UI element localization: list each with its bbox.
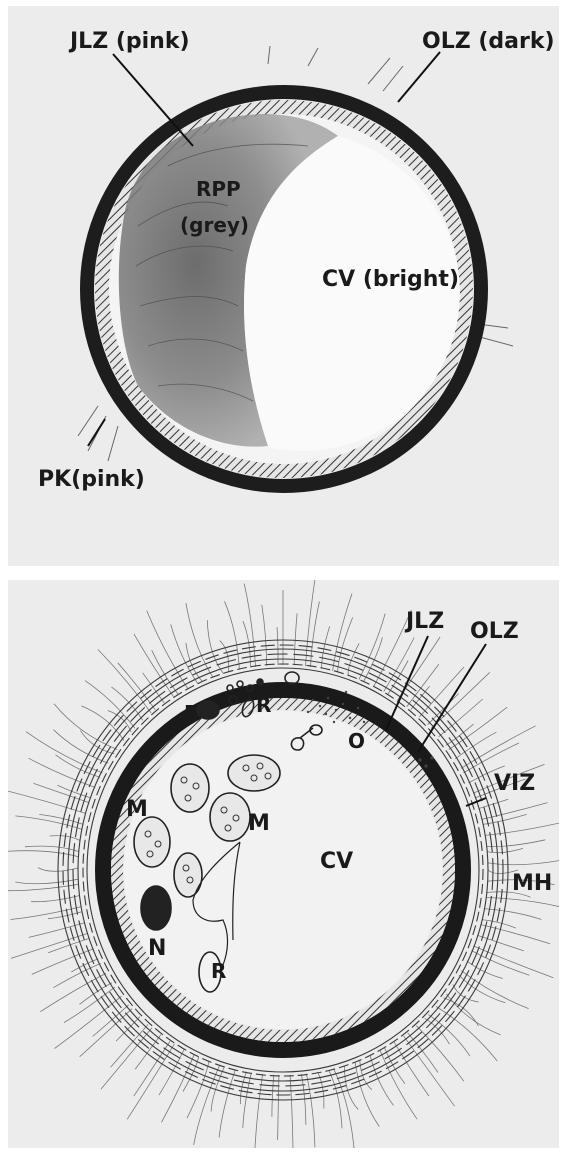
cell-interior bbox=[124, 711, 442, 1029]
pk-label: PK(pink) bbox=[38, 467, 145, 492]
radiating-hair bbox=[446, 994, 500, 1035]
mitochondrion bbox=[134, 817, 170, 867]
radiating-hair bbox=[134, 634, 174, 697]
radiating-hair bbox=[473, 946, 553, 978]
radiating-hair bbox=[355, 1062, 379, 1127]
radiating-hair bbox=[8, 884, 79, 890]
olz-pointer bbox=[398, 52, 440, 102]
jlz-label: JLZ (pink) bbox=[68, 29, 190, 54]
o-label: O bbox=[348, 729, 365, 753]
bottom-panel: JLZ OLZ VIZ MH CV F R O M M N R bbox=[8, 580, 559, 1148]
radiating-hair bbox=[322, 626, 330, 668]
radiating-hair bbox=[311, 602, 320, 667]
f-organelle bbox=[197, 701, 219, 719]
radiating-hair bbox=[455, 732, 496, 759]
radiating-hair bbox=[31, 896, 80, 902]
top-panel: JLZ (pink) OLZ (dark) RPP (grey) CV (bri… bbox=[8, 6, 559, 566]
top-panel-drawing: JLZ (pink) OLZ (dark) RPP (grey) CV (bri… bbox=[8, 6, 559, 566]
cv-label: CV bbox=[320, 849, 353, 874]
radiating-hair bbox=[428, 1015, 470, 1057]
radiating-hair bbox=[380, 1051, 417, 1120]
radiating-hair bbox=[159, 1050, 184, 1096]
radiating-hair bbox=[306, 580, 316, 666]
n-label: N bbox=[148, 936, 166, 961]
radiating-hair bbox=[278, 1075, 279, 1140]
r-label-bottom: R bbox=[211, 959, 226, 983]
radiating-hair bbox=[11, 907, 82, 920]
mitochondrion bbox=[228, 755, 280, 791]
mh-label: MH bbox=[512, 871, 552, 896]
radiating-hair bbox=[207, 620, 223, 674]
radiating-hair bbox=[39, 814, 83, 824]
olz-label: OLZ bbox=[470, 619, 519, 644]
jlz-label: JLZ bbox=[404, 609, 444, 634]
radiating-hair bbox=[98, 649, 151, 713]
radiating-hair bbox=[488, 860, 559, 864]
cv-label: CV (bright) bbox=[322, 267, 459, 292]
radiating-hair bbox=[134, 1041, 170, 1096]
radiating-hair bbox=[262, 605, 267, 666]
olz-pointer bbox=[418, 644, 486, 752]
jlz-pointer bbox=[113, 54, 193, 146]
radiating-hair bbox=[334, 1069, 355, 1148]
mitochondrion bbox=[210, 793, 250, 841]
radiating-hair bbox=[152, 650, 178, 694]
radiating-hair bbox=[294, 613, 297, 665]
radiating-hair bbox=[486, 898, 559, 909]
radiating-hair bbox=[71, 959, 98, 972]
radiating-hair bbox=[225, 601, 240, 669]
m-label-left: M bbox=[126, 797, 148, 822]
bottom-panel-drawing: JLZ OLZ VIZ MH CV F R O M M N R bbox=[8, 580, 559, 1148]
radiating-hair bbox=[54, 730, 109, 763]
rpp-label-line2: (grey) bbox=[180, 213, 249, 237]
radiating-hair bbox=[459, 975, 505, 1003]
radiating-hair bbox=[482, 920, 516, 929]
radiating-hair bbox=[162, 1055, 195, 1123]
f-label: F bbox=[184, 701, 198, 725]
olz-label: OLZ (dark) bbox=[422, 29, 555, 54]
mitochondrion bbox=[171, 764, 209, 812]
radiating-hair bbox=[485, 822, 559, 836]
radiating-hair bbox=[26, 732, 103, 773]
nucleus bbox=[141, 886, 171, 930]
pk-pointer bbox=[88, 419, 105, 446]
radiating-hair bbox=[306, 1074, 315, 1148]
mitochondrion bbox=[174, 853, 202, 897]
radiating-hair bbox=[243, 1073, 252, 1128]
radiating-hair bbox=[483, 814, 527, 824]
radiating-hair bbox=[472, 951, 530, 976]
r-label-top: R bbox=[256, 693, 271, 717]
radiating-hair bbox=[147, 611, 188, 689]
rpp-label-line1: RPP bbox=[196, 177, 241, 201]
radiating-hair bbox=[219, 1069, 235, 1137]
radiating-hair bbox=[8, 791, 86, 814]
viz-label: VIZ bbox=[494, 771, 535, 796]
radiating-hair bbox=[8, 851, 78, 857]
radiating-hair bbox=[243, 621, 250, 667]
radiating-hair bbox=[81, 706, 124, 741]
radiating-hair bbox=[329, 1070, 342, 1129]
m-label-right: M bbox=[248, 811, 270, 836]
radiating-hair bbox=[487, 840, 546, 847]
